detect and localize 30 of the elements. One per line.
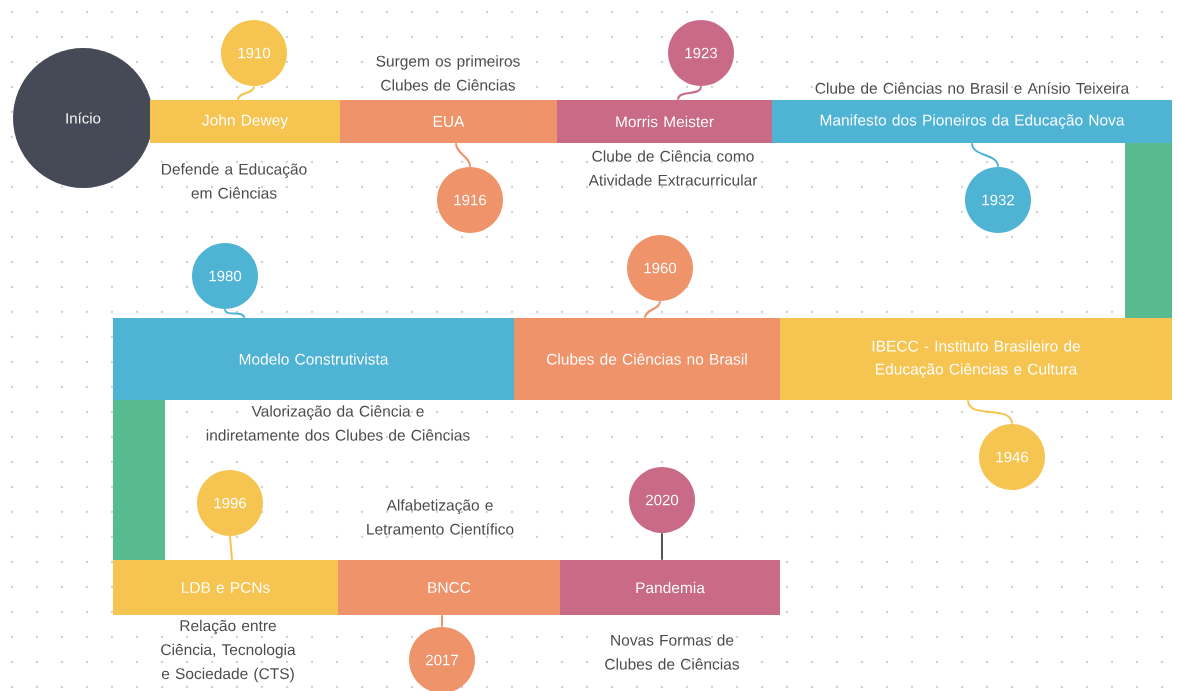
connector-band <box>113 400 165 560</box>
leader-line <box>661 532 663 561</box>
leader-line <box>224 308 245 319</box>
timeline-bar: Morris Meister <box>557 100 772 143</box>
node-label: Relação entre Ciência, Tecnologia e Sociedade (CTS) <box>161 619 296 683</box>
node-label: Novas Formas de Clubes de Ciências <box>605 634 740 670</box>
leader-line <box>237 85 255 101</box>
node-label: Surgem os primeiros Clubes de Ciências <box>376 55 520 91</box>
leader-line <box>644 300 661 319</box>
timeline-bar: IBECC - Instituto Brasileiro de Educação Ciências e Cultura <box>780 318 1172 400</box>
node-label: Alfabetização e Letramento Científico <box>367 499 514 535</box>
timeline-bar: LDB e PCNs <box>113 560 338 615</box>
timeline-bar: EUA <box>340 100 557 143</box>
node-label: Clube de Ciências no Brasil e Anísio Teixeira <box>815 82 1130 94</box>
timeline-bar: BNCC <box>338 560 560 615</box>
leader-line <box>441 614 443 628</box>
timeline-bar: Manifesto dos Pioneiros da Educação Nova <box>772 100 1172 143</box>
timeline-bar: John Dewey <box>150 100 340 143</box>
leader-line <box>229 535 233 561</box>
note-text: Defende a Educação em Ciências <box>162 163 307 199</box>
node-label: Valorização da Ciência e indiretamente dos Clubes de Ciências <box>206 405 470 441</box>
leader-line <box>971 142 999 168</box>
node-label: Clube de Ciência como Atividade Extracurricular <box>588 150 758 186</box>
timeline-bar: Clubes de Ciências no Brasil <box>514 318 780 400</box>
leader-line <box>677 85 702 101</box>
leader-line <box>455 142 471 168</box>
timeline-bar: Pandemia <box>560 560 780 615</box>
timeline-bar: Modelo Construtivista <box>113 318 514 400</box>
connector-band <box>1125 143 1172 318</box>
leader-line <box>967 399 1013 425</box>
